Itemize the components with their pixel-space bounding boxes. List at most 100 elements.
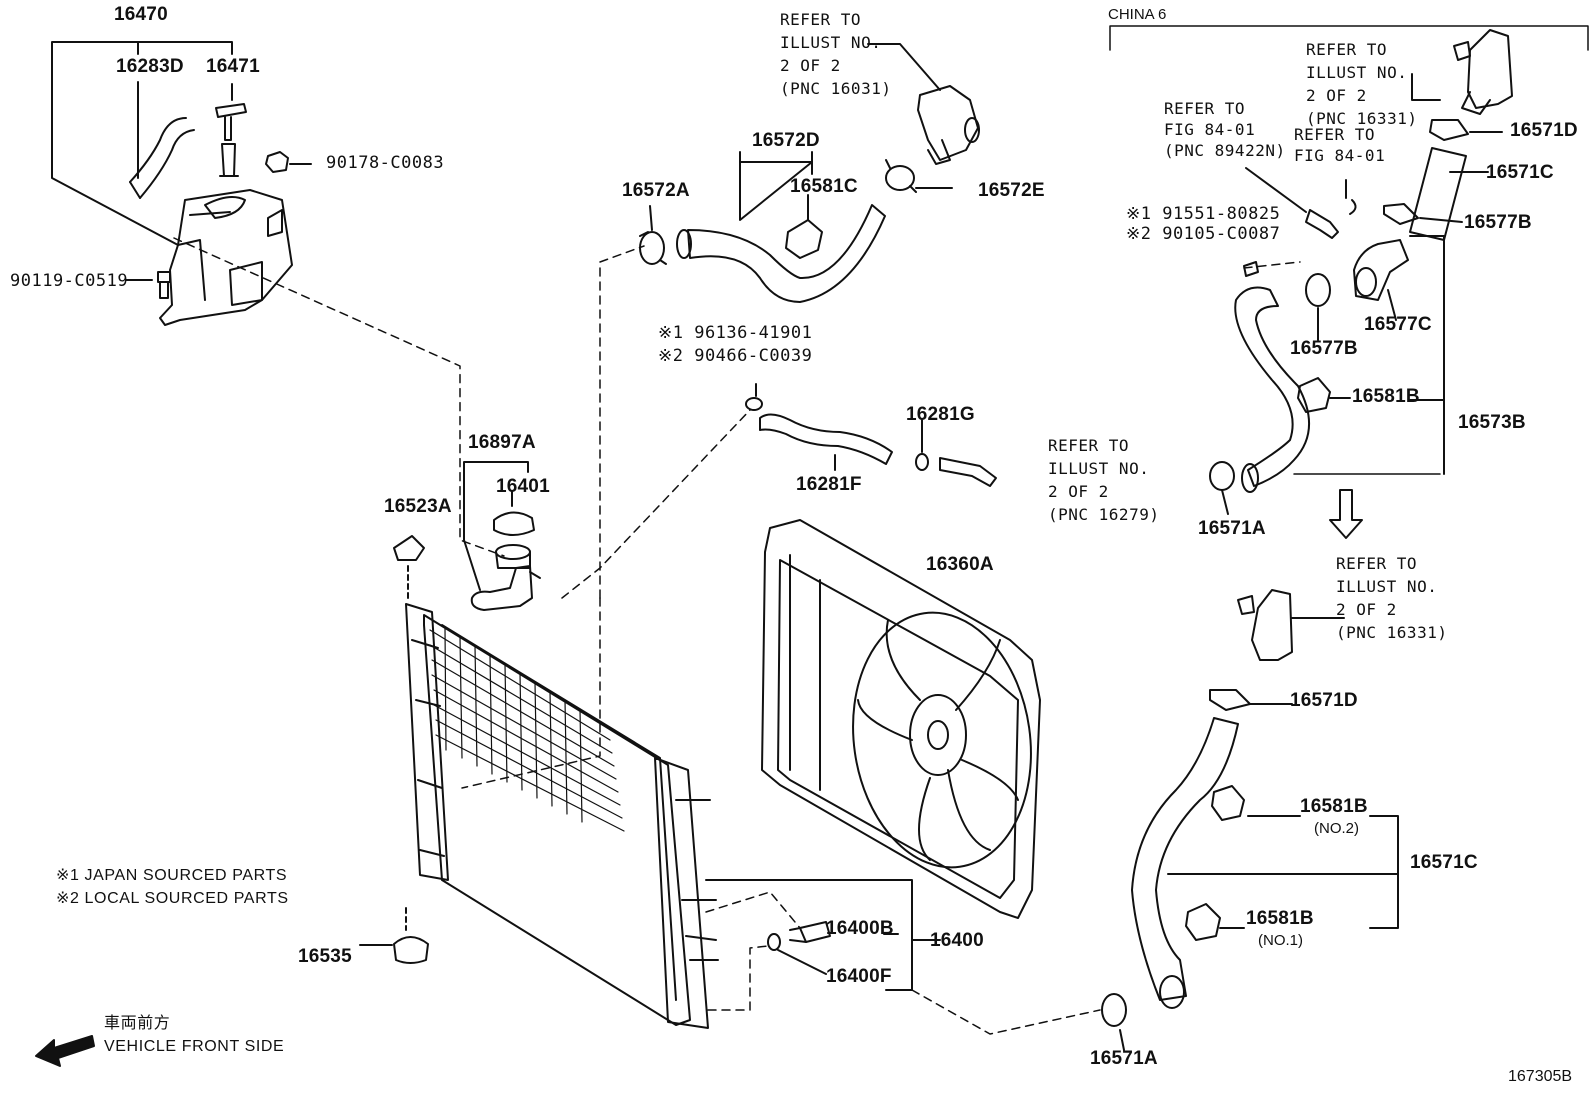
part-label-16281G: 16281G [906,404,975,425]
water-outlet-16331-bottom [1237,589,1293,661]
ref-line: REFER TO [1306,40,1388,59]
part-label-16281F: 16281F [796,474,862,495]
part-label-90178: 90178-C0083 [326,153,445,173]
ref-line: 2 OF 2 [780,56,841,75]
part-label-16571A-bottom: 16571A [1090,1048,1158,1069]
part-label-16471: 16471 [206,56,260,77]
part-label-16571A-top: 16571A [1198,518,1266,539]
part-label-16400B: 16400B [826,918,894,939]
radiator-filler-neck [470,544,541,611]
radiator-assembly [405,603,719,1029]
part-label-16360A: 16360A [926,554,994,575]
ref-line: (PNC 16331) [1306,109,1418,128]
bypass-hose-16281F [759,413,893,465]
ref-line: REFER TO [1336,554,1418,573]
bolt-90119 [157,271,171,299]
part-label-16572D: 16572D [752,130,820,151]
alt-part-line-1: ※1 96136-41901 [658,323,813,343]
ref-line: ILLUST NO. [1048,459,1150,478]
ref-note-pnc-16331-top: REFER TO ILLUST NO. 2 OF 2 (PNC 16331) [1306,38,1417,130]
ref-note-pnc-16279: REFER TO ILLUST NO. 2 OF 2 (PNC 16279) [1048,434,1159,526]
alt-parts-clip-91551: ※1 91551-80825 ※2 90105-C0087 [1126,204,1280,244]
alt-parts-clip-96136: ※1 96136-41901 ※2 90466-C0039 [658,322,812,368]
ref-line: 2 OF 2 [1336,600,1397,619]
elbow-16577C [1353,239,1409,301]
ref-line: REFER TO [1294,125,1376,144]
clamp-16572A [639,231,667,265]
fan-shroud-16360A [761,519,1041,919]
clamp-16571D-bottom [1209,689,1251,711]
reservoir-cap-16471 [215,103,247,177]
clamp-16577B-left [1305,273,1331,307]
vehicle-front-arrow-icon [35,1035,95,1067]
vehicle-front-english: VEHICLE FRONT SIDE [104,1038,285,1055]
alt-part-line-2: ※2 90105-C0087 [1126,224,1281,244]
region-label-china6: CHINA 6 [1108,6,1167,23]
part-label-16571D-top: 16571D [1510,120,1578,141]
part-label-16577C: 16577C [1364,314,1432,335]
hose-16571C-top [1409,147,1467,241]
upper-hose-16572D [676,204,886,303]
part-label-16581B-top: 16581B [1352,386,1420,407]
drain-cock-16400B [789,921,831,943]
sub-label-no2: (NO.2) [1314,820,1359,837]
ref-line: (PNC 89422N) [1164,141,1286,160]
alt-part-line-1: ※1 91551-80825 [1126,204,1281,224]
clip-96136 [745,397,763,411]
lower-mount-16535 [393,936,429,964]
reservoir-hose [129,117,195,199]
part-label-16400: 16400 [930,930,984,951]
clamp-16577B-right [1383,203,1419,225]
water-outlet-16031 [917,85,980,165]
sub-label-no1: (NO.1) [1258,932,1303,949]
vehicle-front-chinese: 車両前方 [104,1015,171,1032]
clamp-16581B-no1 [1185,903,1221,941]
part-label-16581C: 16581C [790,176,858,197]
ref-line: (PNC 16331) [1336,623,1448,642]
clamp-16571D-top [1429,119,1469,141]
ref-line: (PNC 16279) [1048,505,1160,524]
o-ring-16400F [767,933,781,951]
ref-line: (PNC 16031) [780,79,892,98]
part-label-16577B-left: 16577B [1290,338,1358,359]
ref-line: REFER TO [1164,99,1246,118]
part-label-16571C-top: 16571C [1486,162,1554,183]
figure-code: 167305B [1508,1068,1573,1085]
sourcing-legend: ※1 JAPAN SOURCED PARTS ※2 LOCAL SOURCED … [56,864,289,910]
fan-blades [852,611,1032,869]
ref-line: REFER TO [780,10,862,29]
part-label-16897A: 16897A [468,432,536,453]
ref-line: FIG 84-01 [1294,146,1386,165]
ref-line: 2 OF 2 [1306,86,1367,105]
part-label-16577B-right: 16577B [1464,212,1532,233]
ref-note-pnc-16331-bottom: REFER TO ILLUST NO. 2 OF 2 (PNC 16331) [1336,552,1447,644]
ref-line: ILLUST NO. [1306,63,1408,82]
down-arrow-icon [1329,489,1363,539]
legend-local: ※2 LOCAL SOURCED PARTS [56,890,289,907]
water-outlet-16331-top [1453,29,1513,115]
china6-bracket [1109,25,1589,51]
clamp-16571A-bottom [1101,993,1127,1027]
ref-note-pnc-16031: REFER TO ILLUST NO. 2 OF 2 (PNC 16031) [780,8,891,100]
bypass-pipe [939,457,997,487]
ref-note-fig-84-01: REFER TO FIG 84-01 [1294,124,1385,166]
sensor-89422N [1305,209,1339,239]
part-label-90119: 90119-C0519 [10,271,129,291]
part-label-16400F: 16400F [826,966,892,987]
part-label-16573B: 16573B [1458,412,1526,433]
clip-fig84-01 [1349,199,1357,215]
vehicle-front-label: 車両前方 VEHICLE FRONT SIDE [104,1012,284,1058]
part-label-16571C-bottom: 16571C [1410,852,1478,873]
ref-line: REFER TO [1048,436,1130,455]
clamp-16581C [785,219,823,259]
clamp-16581B-top [1297,377,1331,413]
ref-note-fig-84-01-pnc-89422N: REFER TO FIG 84-01 (PNC 89422N) [1164,98,1286,161]
hose-16571C-bottom [1131,717,1239,1009]
part-label-16581B-no1: 16581B [1246,908,1314,929]
alt-part-line-2: ※2 90466-C0039 [658,346,813,366]
upper-mount-16523A [393,535,425,561]
clamp-16572E [885,159,917,193]
clip-91551 [1243,261,1259,277]
connection-lines [173,237,1301,1035]
